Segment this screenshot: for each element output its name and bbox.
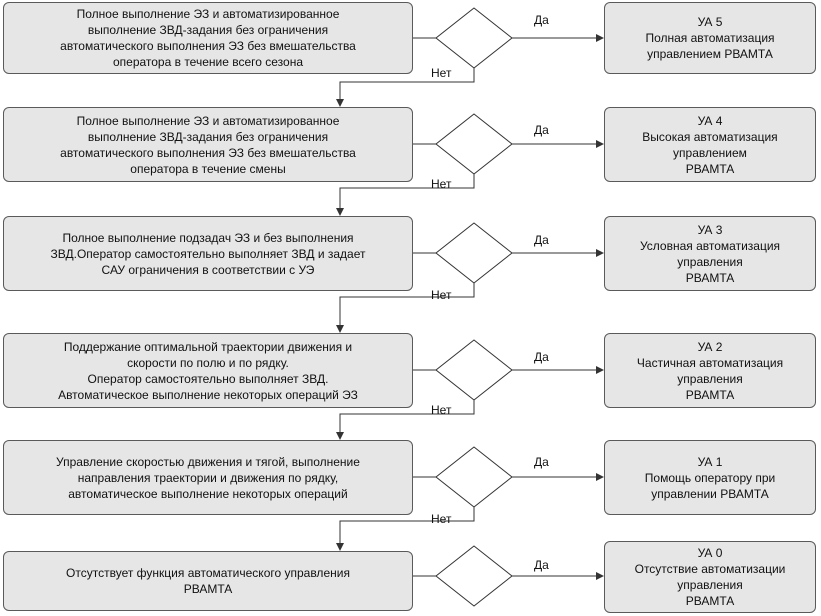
no-label: Нет xyxy=(431,66,452,80)
no-label: Нет xyxy=(431,288,452,302)
level-description: Помощь оператору при управлении РВАМТА xyxy=(644,470,776,501)
level-description: Высокая автоматизация управлением РВАМТА xyxy=(642,129,778,176)
automation-level-box: УА 5 Полная автоматизация управлением РВА… xyxy=(604,2,816,74)
decision-diamond xyxy=(435,446,513,508)
no-label: Нет xyxy=(431,177,452,191)
yes-label: Да xyxy=(534,558,549,572)
automation-level-box: УА 0 Отсутствие автоматизации управления … xyxy=(604,541,816,613)
condition-box: Полное выполнение ЭЗ и автоматизированно… xyxy=(3,2,413,74)
no-arrow xyxy=(336,283,475,333)
condition-box: Полное выполнение подзадач ЭЗ и без выпо… xyxy=(3,216,413,291)
condition-box: Управление скоростью движения и тягой, в… xyxy=(3,440,413,515)
yes-label: Да xyxy=(534,455,549,469)
decision-diamond xyxy=(435,7,513,69)
level-id: УА 0 xyxy=(697,546,723,560)
level-description: Отсутствие автоматизации управления РВАМ… xyxy=(634,562,786,608)
level-description: Условная автоматизация управления РВАМТА xyxy=(639,238,781,285)
no-arrow xyxy=(336,507,475,551)
level-id: УА 3 xyxy=(697,222,723,237)
decision-diamond xyxy=(435,339,513,401)
no-arrow xyxy=(336,400,475,440)
level-id: УА 2 xyxy=(697,339,723,354)
condition-box: Отсутствует функция автоматического упра… xyxy=(3,551,413,611)
yes-label: Да xyxy=(534,233,549,247)
condition-box: Поддержание оптимальной траектории движе… xyxy=(3,333,413,408)
no-label: Нет xyxy=(431,403,452,417)
yes-label: Да xyxy=(534,350,549,364)
no-label: Нет xyxy=(431,512,452,526)
level-id: УА 1 xyxy=(697,454,723,469)
level-id: УА 5 xyxy=(697,15,723,29)
yes-label: Да xyxy=(534,13,549,27)
level-id: УА 4 xyxy=(697,113,723,128)
decision-diamond xyxy=(435,545,513,607)
condition-box: Полное выполнение ЭЗ и автоматизированно… xyxy=(3,107,413,182)
no-arrow xyxy=(336,174,475,216)
yes-label: Да xyxy=(534,123,549,137)
level-description: Полная автоматизация управлением РВАМТА xyxy=(645,31,775,61)
decision-diamond xyxy=(435,222,513,284)
level-description: Частичная автоматизация управления РВАМТ… xyxy=(636,355,784,402)
no-arrow xyxy=(336,68,475,107)
decision-diamond xyxy=(435,113,513,175)
